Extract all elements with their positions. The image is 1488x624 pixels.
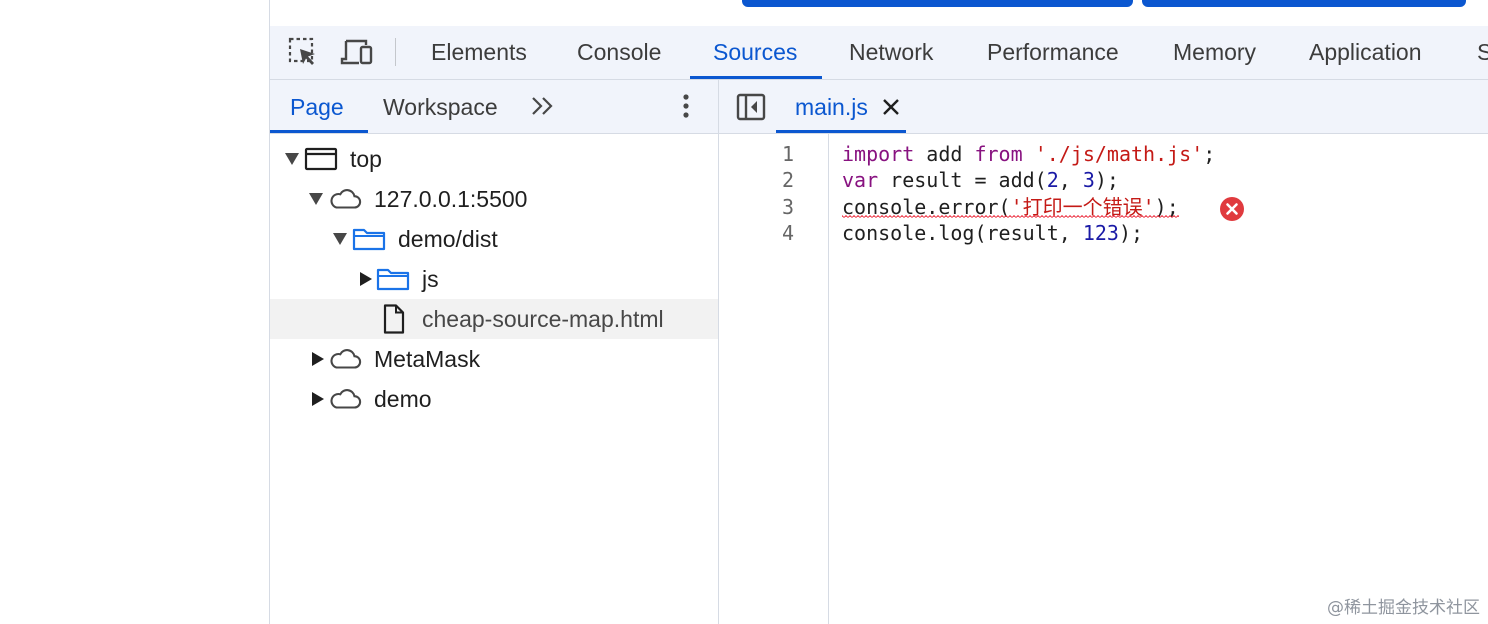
- code-token: 123: [1082, 221, 1119, 245]
- folder-icon: [352, 226, 386, 252]
- code-token: add: [914, 142, 975, 166]
- line-number[interactable]: 1: [781, 142, 794, 166]
- tree-item-label: 127.0.0.1:5500: [374, 186, 528, 212]
- code-line-3: console.error('打印一个错误');: [842, 194, 1179, 220]
- navigator-header: Page Workspace: [270, 80, 718, 134]
- code-token: var: [842, 168, 879, 192]
- top-strip: [270, 0, 1488, 26]
- tree-item-label: demo/dist: [398, 226, 498, 252]
- cloud-icon: [328, 346, 362, 372]
- tab-application[interactable]: Application: [1309, 39, 1422, 65]
- toolbar-separator: [395, 38, 396, 66]
- cloud-icon: [328, 386, 362, 412]
- code-token: );: [1118, 221, 1144, 245]
- code-token: './js/math.js': [1034, 142, 1204, 166]
- tree-item-js[interactable]: js: [270, 259, 718, 299]
- code-token: console.error(: [842, 195, 1011, 219]
- tab-elements[interactable]: Elements: [431, 39, 527, 65]
- close-icon[interactable]: [880, 96, 902, 118]
- collapsed-arrow-icon[interactable]: [310, 391, 326, 407]
- tab-memory[interactable]: Memory: [1173, 39, 1257, 65]
- code-token: from: [974, 142, 1023, 166]
- folder-icon: [376, 266, 410, 292]
- tree-item-cheap-source-map-html[interactable]: cheap-source-map.html: [270, 299, 718, 339]
- code-token: );: [1094, 168, 1119, 192]
- expanded-arrow-icon[interactable]: [284, 151, 300, 167]
- code-token: );: [1154, 195, 1179, 219]
- top-button-2[interactable]: [1142, 0, 1466, 7]
- code-token: ,: [1058, 168, 1083, 192]
- code-area[interactable]: import add from './js/math.js'; var resu…: [842, 134, 1482, 624]
- code-line-4: console.log(result, 123);: [842, 220, 1143, 246]
- navigator-panel: Page Workspace: [270, 80, 719, 624]
- line-number[interactable]: 2: [781, 168, 794, 192]
- expanded-arrow-icon[interactable]: [332, 231, 348, 247]
- collapsed-arrow-icon[interactable]: [310, 351, 326, 367]
- top-button-1[interactable]: [742, 0, 1133, 7]
- tree-item-top[interactable]: top: [270, 139, 718, 179]
- tree-item-label: cheap-source-map.html: [422, 306, 664, 332]
- code-token: ;: [1203, 142, 1216, 166]
- line-number[interactable]: 3: [781, 195, 794, 219]
- tab-network[interactable]: Network: [849, 39, 934, 65]
- code-line-1: import add from './js/math.js';: [842, 141, 1215, 167]
- watermark: @稀土掘金技术社区: [1327, 598, 1480, 618]
- editor-tab-bar: main.js: [719, 80, 1488, 134]
- toggle-navigator-icon[interactable]: [734, 92, 768, 122]
- code-token: console.log(result,: [842, 221, 1083, 245]
- code-token: [1023, 142, 1035, 166]
- error-icon[interactable]: [1219, 196, 1245, 222]
- tab-performance[interactable]: Performance: [987, 39, 1119, 65]
- code-token: result = add(: [878, 168, 1047, 192]
- page-blank-area: [0, 0, 270, 624]
- tree-item-label: top: [350, 146, 382, 172]
- code-token: 3: [1082, 168, 1095, 192]
- tree-item-demo[interactable]: demo: [270, 379, 718, 419]
- more-options-icon[interactable]: [674, 92, 698, 120]
- tree-item-metamask[interactable]: MetaMask: [270, 339, 718, 379]
- line-number[interactable]: 4: [781, 221, 794, 245]
- cloud-icon: [328, 186, 362, 212]
- source-editor: main.js 1 2 3 4 import add from './js/ma…: [719, 80, 1488, 624]
- file-icon: [376, 304, 410, 334]
- tree-item-host[interactable]: 127.0.0.1:5500: [270, 179, 718, 219]
- more-tabs-chevron-icon[interactable]: [528, 92, 558, 120]
- tab-console[interactable]: Console: [577, 39, 662, 65]
- file-tab-label: main.js: [795, 94, 868, 120]
- code-token: import: [842, 142, 915, 166]
- line-number-gutter: 1 2 3 4: [719, 134, 829, 624]
- code-token: 2: [1046, 168, 1059, 192]
- device-toolbar-icon[interactable]: [340, 36, 374, 68]
- error-underline: console.error('打印一个错误');: [842, 195, 1179, 219]
- expanded-arrow-icon[interactable]: [308, 191, 324, 207]
- tab-workspace[interactable]: Workspace: [383, 94, 498, 120]
- code-line-2: var result = add(2, 3);: [842, 167, 1119, 193]
- tab-sources[interactable]: Sources: [689, 26, 823, 79]
- file-tab-main-js[interactable]: main.js: [776, 80, 906, 133]
- tree-item-label: js: [422, 266, 439, 292]
- collapsed-arrow-icon[interactable]: [358, 271, 374, 287]
- frame-icon: [304, 146, 338, 172]
- devtools-window: Elements Console Sources Network Perform…: [270, 0, 1488, 624]
- tab-security-truncated[interactable]: S: [1477, 26, 1488, 79]
- tab-page[interactable]: Page: [270, 80, 368, 133]
- tree-item-label: demo: [374, 386, 432, 412]
- code-token: '打印一个错误': [1010, 195, 1155, 219]
- inspect-element-icon[interactable]: [286, 36, 320, 68]
- tree-item-label: MetaMask: [374, 346, 481, 372]
- tree-item-demo-dist[interactable]: demo/dist: [270, 219, 718, 259]
- main-toolbar: Elements Console Sources Network Perform…: [270, 26, 1488, 80]
